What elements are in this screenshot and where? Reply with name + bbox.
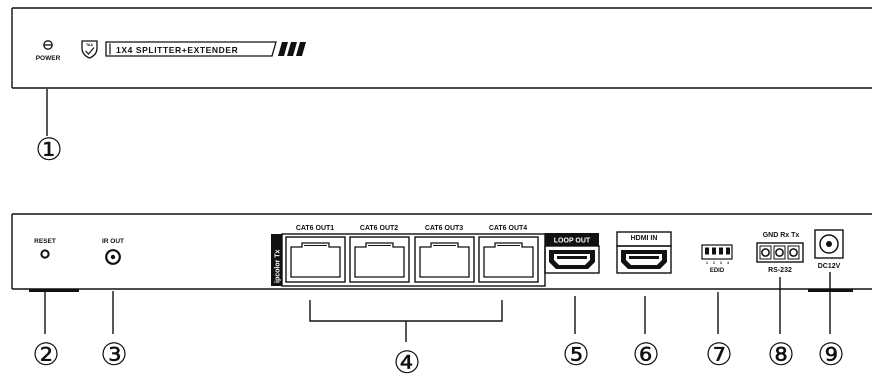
hdmi-loop-out-port[interactable] bbox=[544, 245, 600, 274]
rear-panel: RESET IR OUT ipcolor Tx bbox=[11, 213, 872, 292]
power-label: POWER bbox=[36, 55, 61, 62]
cat6-out1-label: CAT6 OUT1 bbox=[296, 225, 334, 232]
product-title: 1X4 SPLITTER+EXTENDER bbox=[116, 45, 238, 55]
product-title-box bbox=[105, 41, 277, 57]
callout-4: ④ bbox=[393, 345, 421, 377]
rs232-terminal-block[interactable] bbox=[756, 242, 804, 263]
edid-pin-2: 2 bbox=[713, 261, 715, 265]
ir-out-label: IR OUT bbox=[102, 238, 124, 245]
hdmi-in-label: HDMI IN bbox=[631, 235, 658, 242]
callout-5: ⑤ bbox=[562, 337, 590, 373]
edid-dip-switch[interactable] bbox=[701, 244, 733, 260]
callout-2: ② bbox=[32, 337, 60, 373]
rs232-label: RS-232 bbox=[768, 267, 792, 274]
taa-shield-icon bbox=[81, 40, 98, 59]
reset-button[interactable] bbox=[40, 249, 50, 259]
cat6-port-1[interactable] bbox=[285, 236, 346, 283]
taa-badge-text: TAA bbox=[86, 43, 94, 47]
hdmi-in-port[interactable] bbox=[616, 245, 672, 274]
cat6-block bbox=[281, 233, 546, 287]
power-led-icon bbox=[43, 40, 53, 50]
callout-leaders bbox=[44, 272, 831, 342]
callout-1: ① bbox=[35, 132, 63, 168]
callout-4-bracket bbox=[309, 300, 503, 322]
brand-tab-text: ipcolor Tx bbox=[275, 249, 282, 283]
dc12v-label: DC12V bbox=[818, 263, 841, 270]
front-panel: POWER TAA 1X4 SPLITTER+EXTENDER bbox=[11, 7, 872, 89]
rs232-pins-label: GND Rx Tx bbox=[763, 232, 800, 239]
edid-pin-4: 4 bbox=[727, 261, 729, 265]
cat6-out2-label: CAT6 OUT2 bbox=[360, 225, 398, 232]
loop-out-tab bbox=[545, 233, 599, 246]
edid-label: EDID bbox=[710, 268, 725, 274]
callout-7: ⑦ bbox=[705, 337, 733, 373]
brand-tab bbox=[271, 234, 282, 286]
edid-pin-1: 1 bbox=[706, 261, 708, 265]
left-foot bbox=[29, 289, 79, 292]
cat6-port-4[interactable] bbox=[478, 236, 539, 283]
callout-3: ③ bbox=[100, 337, 128, 373]
cat6-out4-label: CAT6 OUT4 bbox=[489, 225, 527, 232]
cat6-port-2[interactable] bbox=[349, 236, 410, 283]
ir-out-jack[interactable] bbox=[105, 249, 121, 265]
loop-out-label: LOOP OUT bbox=[554, 238, 591, 245]
callout-6: ⑥ bbox=[632, 337, 660, 373]
dc12v-power-jack[interactable] bbox=[814, 229, 844, 259]
callout-8: ⑧ bbox=[767, 337, 795, 373]
cat6-out3-label: CAT6 OUT3 bbox=[425, 225, 463, 232]
reset-label: RESET bbox=[34, 238, 56, 245]
ir-out-jack-pin bbox=[110, 254, 116, 260]
speed-stripes-icon bbox=[278, 42, 306, 56]
callout-9: ⑨ bbox=[817, 337, 845, 373]
cat6-port-3[interactable] bbox=[414, 236, 475, 283]
edid-pin-3: 3 bbox=[720, 261, 722, 265]
